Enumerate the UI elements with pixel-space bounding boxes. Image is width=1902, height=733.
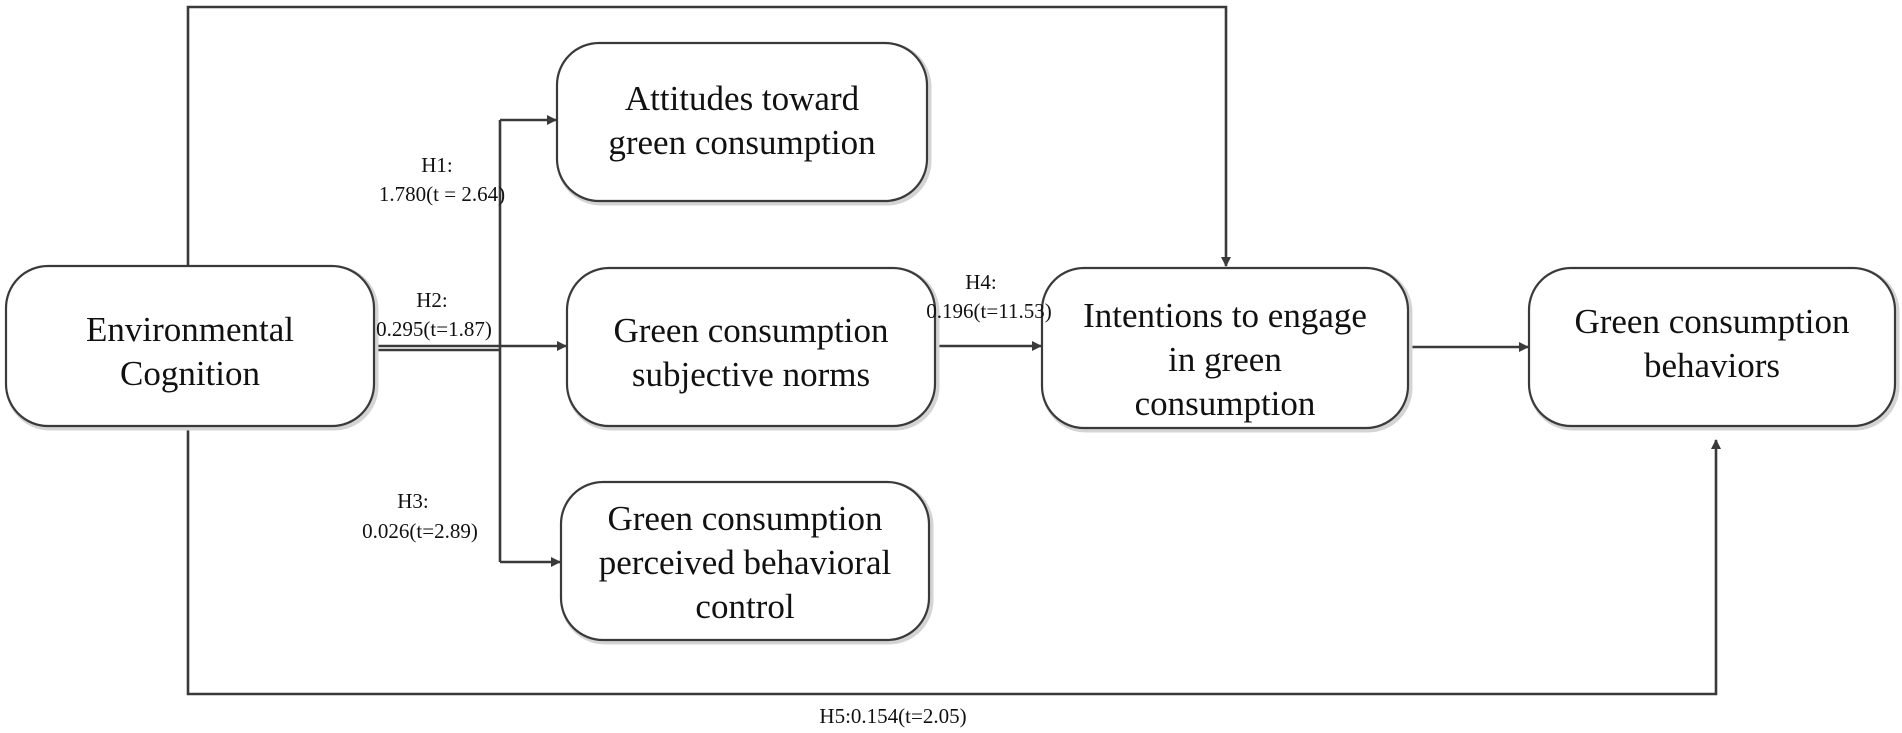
node-label-line: consumption: [1135, 384, 1316, 423]
node-attitudes: Attitudes toward green consumption: [555, 41, 932, 206]
node-label-line: in green: [1168, 340, 1282, 379]
node-label-line: subjective norms: [632, 355, 870, 394]
node-label-line: Cognition: [120, 354, 260, 393]
node-environmental-cognition: Environmental Cognition: [4, 264, 379, 431]
edge-label-h3-value: 0.026(t=2.89): [362, 519, 478, 543]
node-subjective-norms: Green consumption subjective norms: [565, 266, 940, 431]
node-intentions: Intentions to engage in green consumptio…: [1040, 266, 1413, 433]
node-label-line: perceived behavioral: [599, 543, 892, 582]
node-label-line: Green consumption: [607, 499, 882, 538]
edge-labels: H1: 1.780(t = 2.64) H2: 0.295(t=1.87) H3…: [362, 153, 1052, 728]
edge-label-h2-name: H2:: [416, 288, 448, 312]
node-label-line: Environmental: [86, 310, 294, 349]
node-label-line: green consumption: [608, 123, 875, 162]
node-label-line: behaviors: [1644, 346, 1780, 385]
node-label-line: Green consumption: [1574, 302, 1849, 341]
edge-env-to-behaviors: [186, 428, 1721, 696]
node-label-line: Intentions to engage: [1083, 296, 1367, 335]
node-behaviors: Green consumption behaviors: [1527, 266, 1900, 431]
edge-label-h5: H5:0.154(t=2.05): [819, 704, 966, 728]
edge-label-h2-value: 0.295(t=1.87): [376, 317, 492, 341]
node-perceived-control: Green consumption perceived behavioral c…: [559, 480, 934, 645]
node-label-line: Attitudes toward: [625, 79, 860, 118]
edge-label-h4-name: H4:: [965, 270, 997, 294]
edge-env-to-intentions: [186, 5, 1231, 267]
node-label-line: control: [695, 587, 794, 626]
edge-label-h3-name: H3:: [397, 489, 429, 513]
edges: [186, 5, 1721, 696]
node-label-line: Green consumption: [613, 311, 888, 350]
edge-label-h1-name: H1:: [421, 153, 453, 177]
edge-label-h1-value: 1.780(t = 2.64): [379, 182, 505, 206]
edge-label-h4-value: 0.196(t=11.53): [926, 299, 1051, 323]
